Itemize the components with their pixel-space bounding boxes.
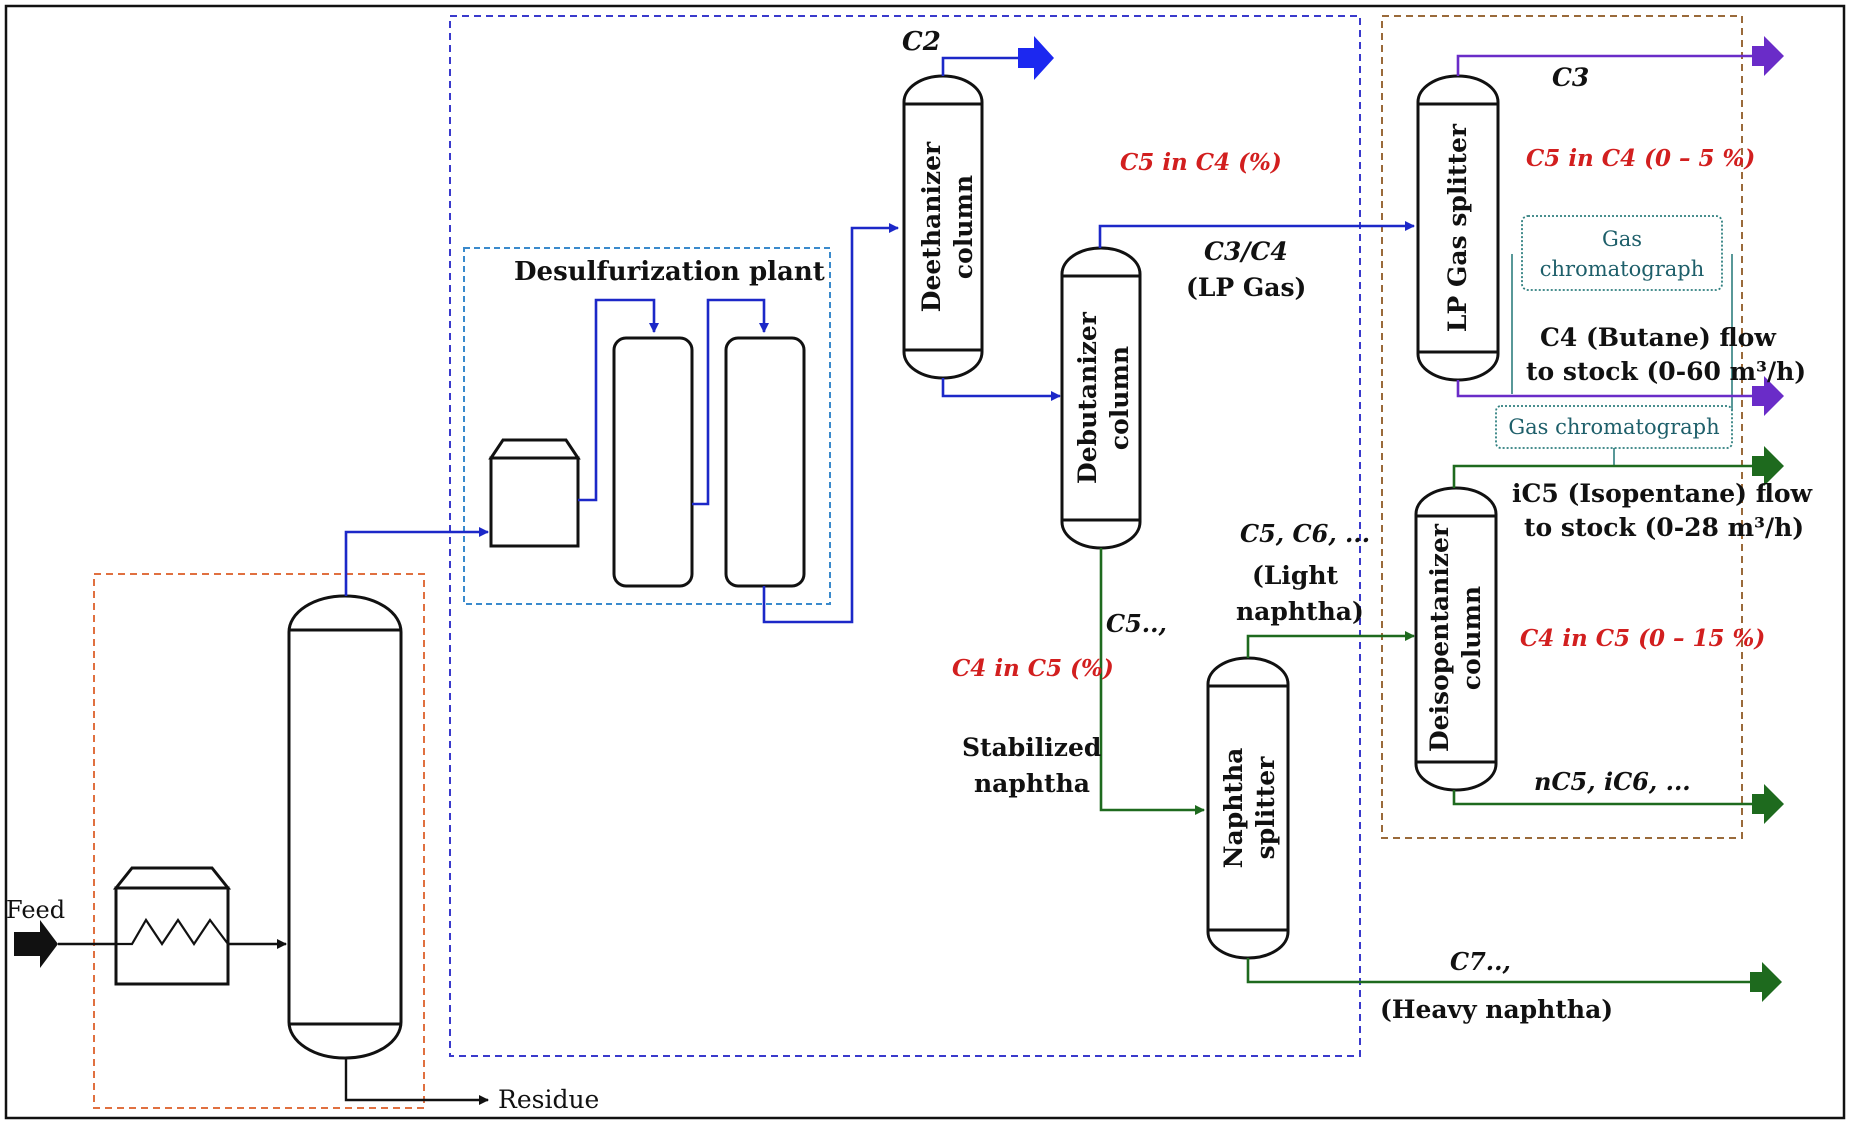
desulfurization-drum	[488, 438, 581, 548]
c3-overhead-line	[1456, 54, 1754, 76]
c4-in-c5-pct-label: C4 in C5 (%)	[952, 655, 1114, 682]
desulfurization-reactor-2	[724, 336, 806, 588]
stabilized-naphtha-line	[1099, 548, 1205, 815]
gc-top-label-1: Gas	[1602, 227, 1642, 251]
drum-to-reactor1-line	[578, 298, 659, 502]
c3-outlet-arrow-icon	[1752, 36, 1784, 76]
lp-gas-label: (LP Gas)	[1186, 273, 1306, 302]
naphtha-splitter-label-2: splitter	[1251, 756, 1280, 860]
heavy-naphtha-line	[1246, 958, 1752, 984]
c3-label: C3	[1552, 63, 1589, 92]
desulfurization-plant-label: Desulfurization plant	[514, 257, 825, 287]
stabilized-label-1: Stabilized	[962, 733, 1101, 762]
deethanizer-bottoms-line	[941, 378, 1061, 401]
feed-arrow-icon	[14, 920, 58, 968]
desulfurization-reactor-1	[612, 336, 694, 588]
isopentane-outlet-line	[1452, 464, 1754, 488]
naphtha-splitter-label-1: Naphtha	[1219, 748, 1248, 869]
deisopentanizer-column	[1414, 486, 1498, 792]
stabilized-label-2: naphtha	[974, 769, 1090, 798]
lp-gas-splitter-label: LP Gas splitter	[1443, 123, 1472, 332]
c5-in-c4-pct-label: C5 in C4 (%)	[1120, 149, 1282, 176]
nc5-outlet-line	[1452, 790, 1754, 806]
c2-overhead-line	[941, 56, 1020, 76]
debutanizer-label-2: column	[1105, 346, 1134, 450]
deisopentanizer-label-1: Deisopentanizer	[1425, 523, 1454, 752]
isopentane-outlet-arrow-icon	[1752, 446, 1784, 486]
heavy-naphtha-arrow-icon	[1750, 962, 1782, 1002]
c5plus-label: C5..,	[1106, 609, 1167, 638]
c2-label: C2	[902, 27, 941, 57]
deethanizer-label-1: Deethanizer	[917, 141, 946, 312]
debutanizer-label-1: Debutanizer	[1073, 311, 1102, 484]
c7plus-label: C7..,	[1450, 947, 1511, 976]
nc5-label: nC5, iC6, ...	[1534, 767, 1691, 796]
butane-outlet-arrow-icon	[1752, 376, 1784, 416]
lp-gas-line	[1098, 221, 1415, 248]
isopentane-label-2: to stock (0-28 m³/h)	[1524, 513, 1804, 542]
butane-outlet-line	[1456, 380, 1754, 398]
outer-frame	[4, 4, 1846, 1120]
stabilization-group-box	[449, 15, 1361, 1057]
column-overhead-line	[344, 527, 489, 596]
reactor2-to-deethanizer-line	[762, 223, 899, 624]
splitting-group-box	[1381, 15, 1743, 839]
residue-label: Residue	[498, 1085, 599, 1114]
residue-line	[344, 1058, 489, 1105]
isopentane-label-1: iC5 (Isopentane) flow	[1512, 479, 1814, 508]
light-naphtha-label-1: C5, C6, ...	[1240, 519, 1370, 548]
gc-bottom-label: Gas chromatograph	[1508, 415, 1719, 439]
light-naphtha-line	[1246, 631, 1415, 658]
gc-top-label-2: chromatograph	[1540, 257, 1704, 281]
reactor1-to-reactor2-line	[692, 298, 769, 506]
desulfurization-group-box	[463, 247, 831, 605]
butane-label-1: C4 (Butane) flow	[1540, 323, 1777, 352]
c3c4-label: C3/C4	[1204, 237, 1288, 266]
feed-label: Feed	[6, 896, 65, 924]
c4-in-c5-range-label: C4 in C5 (0 – 15 %)	[1520, 625, 1765, 652]
furnace	[112, 866, 232, 986]
light-naphtha-label-2: (Light	[1252, 561, 1339, 590]
c2-outlet-arrow-icon	[1018, 36, 1054, 80]
deethanizer-label-2: column	[949, 175, 978, 279]
nc5-outlet-arrow-icon	[1752, 784, 1784, 824]
gas-chromatograph-bottom: Gas chromatograph	[1495, 405, 1733, 449]
c5-in-c4-range-label: C5 in C4 (0 – 5 %)	[1526, 145, 1755, 172]
gas-chromatograph-top: Gas chromatograph	[1521, 215, 1723, 291]
butane-label-2: to stock (0-60 m³/h)	[1526, 357, 1806, 386]
deisopentanizer-label-2: column	[1457, 586, 1486, 690]
atmospheric-column	[287, 594, 403, 1060]
heavy-naphtha-label: (Heavy naphtha)	[1380, 995, 1613, 1024]
light-naphtha-label-3: naphtha)	[1236, 597, 1364, 626]
